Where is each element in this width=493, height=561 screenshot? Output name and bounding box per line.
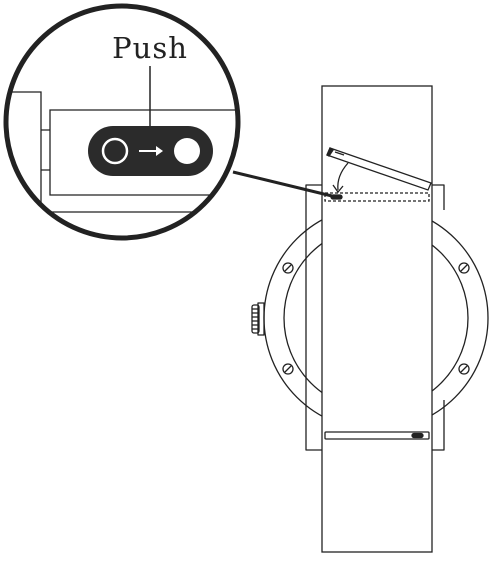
bezel-screw-top-right — [458, 262, 470, 274]
quick-release-button — [88, 126, 213, 176]
bezel-screw-bottom-right — [458, 363, 470, 375]
bezel-screw-bottom-left — [282, 363, 294, 375]
spring-bar-tool — [326, 147, 432, 191]
push-label: Push — [112, 31, 188, 65]
watch-crown — [251, 302, 265, 336]
strap — [321, 85, 433, 553]
case-lug-frame — [305, 184, 445, 451]
callout-leader-line — [232, 170, 333, 198]
arrow-right-icon — [139, 146, 163, 156]
button-start-position — [101, 137, 129, 165]
zoom-lug-step — [41, 129, 50, 171]
spring-bar-bottom — [324, 431, 430, 440]
curved-arrow-down-icon — [332, 162, 349, 194]
zoom-callout-ring — [3, 3, 241, 241]
button-end-position — [174, 138, 200, 164]
zoom-callout-circle: Push — [3, 3, 241, 241]
bezel-screw-top-left — [282, 262, 294, 274]
